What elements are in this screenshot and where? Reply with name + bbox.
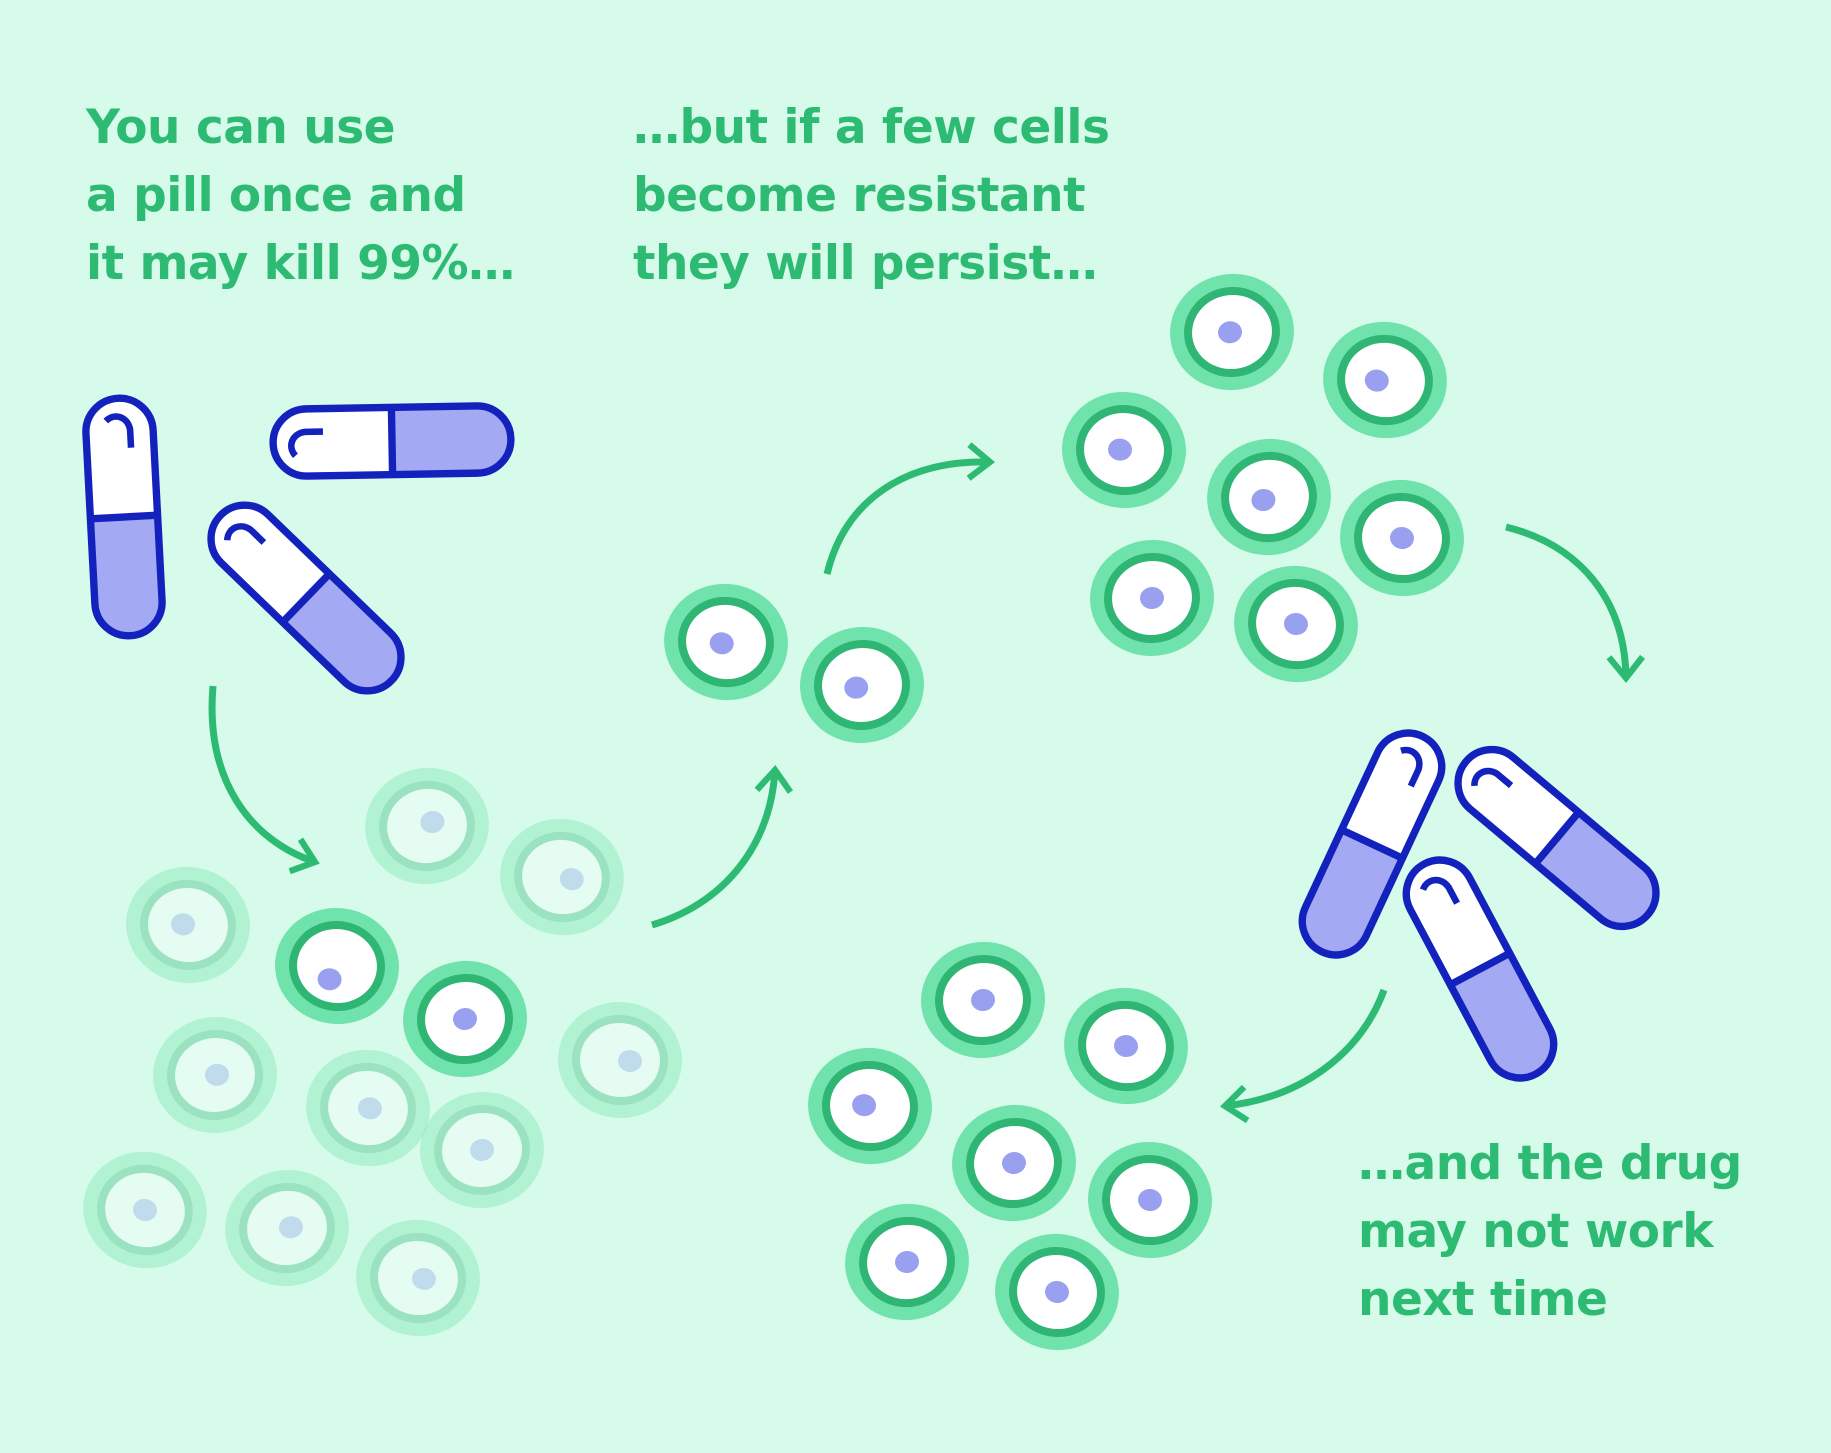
cell-icon bbox=[1323, 321, 1447, 439]
capsule-pill-icon bbox=[1394, 848, 1565, 1090]
capsule-pill-icon bbox=[273, 405, 512, 476]
caption-step-1-line-3: it may kill 99%… bbox=[86, 236, 515, 291]
nucleus bbox=[1108, 438, 1133, 461]
cell-icon bbox=[952, 1104, 1076, 1222]
nucleus bbox=[895, 1250, 919, 1274]
cell-icon bbox=[1090, 539, 1214, 657]
caption-step-3: …and the drug may not work next time bbox=[1358, 1130, 1742, 1334]
caption-step-2-line-1: …but if a few cells bbox=[633, 100, 1110, 155]
caption-step-2-line-3: they will persist… bbox=[633, 236, 1098, 291]
cell-icon bbox=[845, 1203, 969, 1321]
nucleus bbox=[559, 868, 584, 891]
nucleus bbox=[470, 1138, 494, 1162]
nucleus bbox=[171, 913, 196, 936]
caption-step-1-line-2: a pill once and bbox=[86, 168, 466, 223]
nucleus bbox=[852, 1094, 877, 1117]
curved-arrow-icon bbox=[651, 764, 794, 929]
nucleus bbox=[709, 632, 734, 655]
nucleus bbox=[133, 1198, 157, 1222]
cell-icon bbox=[1207, 438, 1331, 556]
cell-icon bbox=[664, 583, 788, 701]
nucleus bbox=[1218, 321, 1243, 344]
cell-icon bbox=[1170, 273, 1294, 391]
curved-arrow-icon bbox=[208, 685, 320, 875]
nucleus bbox=[844, 676, 869, 699]
curved-arrow-icon bbox=[1219, 988, 1388, 1124]
nucleus bbox=[1390, 526, 1414, 550]
curved-arrow-icon bbox=[1505, 523, 1646, 684]
cell-icon bbox=[800, 626, 924, 744]
cell-icon bbox=[558, 1001, 682, 1119]
nucleus bbox=[411, 1267, 436, 1290]
caption-step-1-line-1: You can use bbox=[86, 100, 396, 155]
cell-icon bbox=[1062, 391, 1186, 509]
cell-icon bbox=[1088, 1141, 1212, 1259]
caption-step-2-line-2: become resistant bbox=[633, 168, 1086, 223]
nucleus bbox=[971, 988, 995, 1012]
caption-step-3-line-2: may not work bbox=[1358, 1204, 1713, 1259]
cell-icon bbox=[808, 1047, 932, 1165]
cell-icon bbox=[1340, 479, 1464, 597]
cell-icon bbox=[921, 941, 1045, 1059]
cell-icon bbox=[1064, 987, 1188, 1105]
cell-icon bbox=[1234, 565, 1358, 683]
cell-icon bbox=[306, 1049, 430, 1167]
cell-icon bbox=[420, 1091, 544, 1209]
nucleus bbox=[1284, 612, 1308, 636]
caption-step-3-line-3: next time bbox=[1358, 1272, 1608, 1327]
cell-icon bbox=[153, 1016, 277, 1134]
nucleus bbox=[204, 1063, 229, 1086]
arrows-group bbox=[208, 442, 1646, 1124]
cell-icon bbox=[356, 1219, 480, 1337]
cell-icon bbox=[365, 767, 489, 885]
nucleus bbox=[1138, 1188, 1162, 1212]
nucleus bbox=[453, 1007, 477, 1031]
nucleus bbox=[617, 1050, 642, 1073]
cell-icon bbox=[225, 1169, 349, 1287]
nucleus bbox=[278, 1216, 303, 1239]
nucleus bbox=[1251, 488, 1276, 512]
cell-icon bbox=[126, 866, 250, 984]
nucleus bbox=[1114, 1034, 1138, 1058]
caption-step-3-line-1: …and the drug bbox=[1358, 1136, 1742, 1191]
cell-icon bbox=[275, 907, 399, 1025]
cell-icon bbox=[500, 818, 624, 936]
nucleus bbox=[1364, 369, 1389, 392]
nucleus bbox=[1002, 1151, 1026, 1175]
dead-cells-group bbox=[83, 767, 682, 1337]
curved-arrow-icon bbox=[823, 442, 996, 575]
cell-icon bbox=[403, 960, 527, 1078]
surviving-cells-group bbox=[275, 273, 1464, 1351]
cell-icon bbox=[83, 1151, 207, 1269]
nucleus bbox=[420, 810, 445, 834]
cell-icon bbox=[995, 1233, 1119, 1351]
caption-step-2: …but if a few cells become resistant the… bbox=[633, 94, 1110, 298]
nucleus bbox=[317, 968, 342, 991]
nucleus bbox=[1140, 586, 1164, 610]
nucleus bbox=[357, 1097, 382, 1120]
capsule-pill-icon bbox=[84, 397, 164, 638]
caption-step-1: You can use a pill once and it may kill … bbox=[86, 94, 515, 298]
capsule-pill-icon bbox=[197, 491, 415, 705]
nucleus bbox=[1045, 1280, 1069, 1304]
